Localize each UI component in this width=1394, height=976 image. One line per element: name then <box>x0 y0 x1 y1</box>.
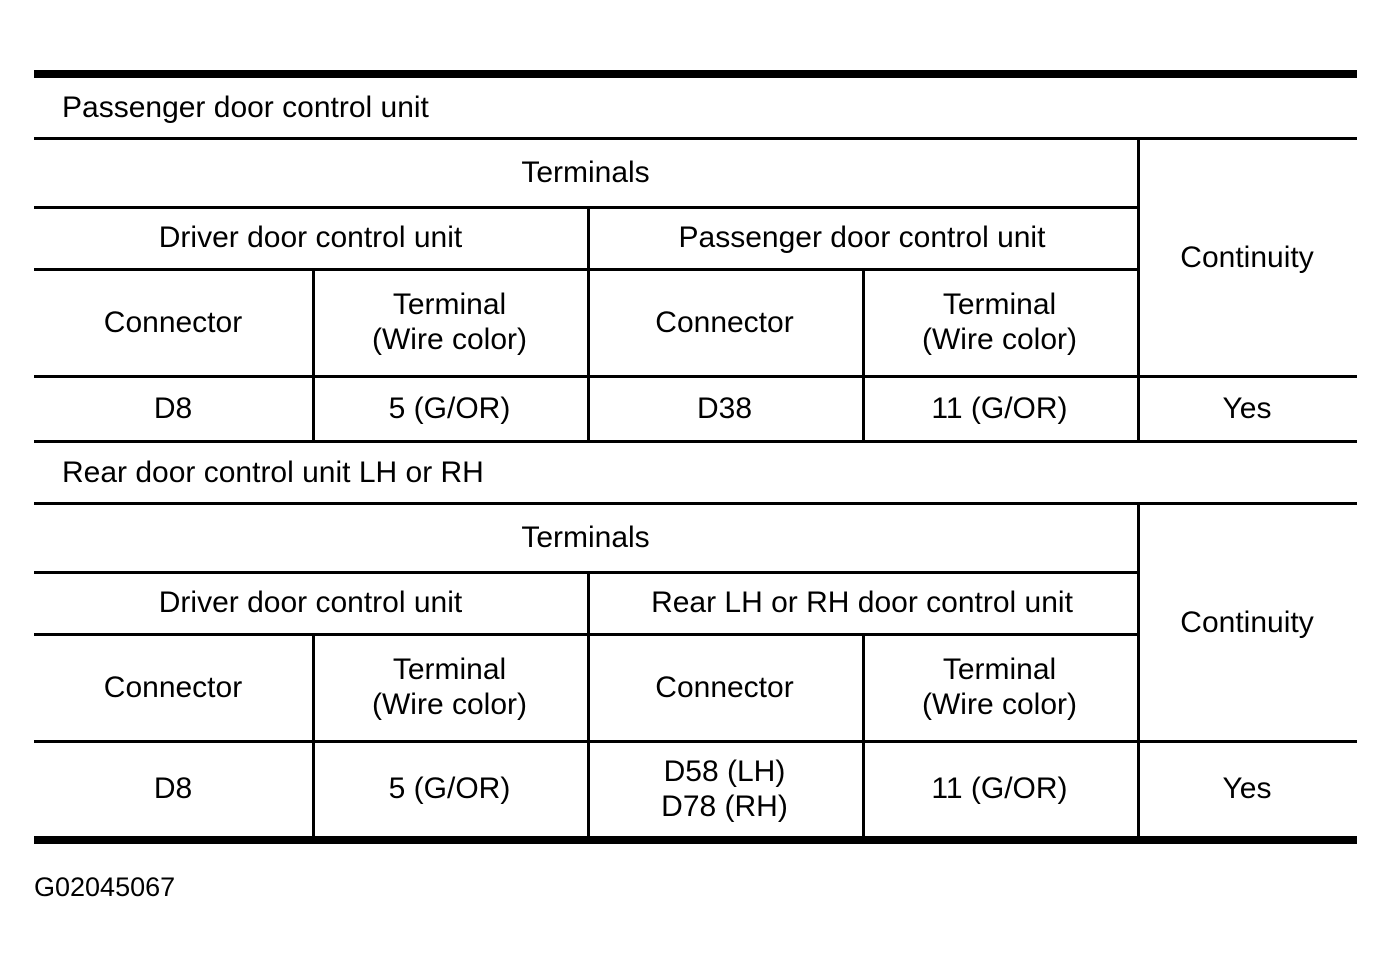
rule <box>34 440 1357 443</box>
continuity-header: Continuity <box>1137 505 1357 740</box>
subheader-terminal-line1: Terminal <box>942 653 1057 687</box>
subheader-terminal-driver: Terminal (Wire color) <box>312 636 587 740</box>
subheader-terminal-line1: Terminal <box>942 288 1057 322</box>
table-2-header-left: Terminals Driver door control unit Rear … <box>34 505 1137 740</box>
cell-terminal-driver: 5 (G/OR) <box>312 743 587 836</box>
rule <box>34 206 1137 209</box>
subheader-terminal-driver: Terminal (Wire color) <box>312 271 587 375</box>
rule <box>34 571 1137 574</box>
cell-connector-driver: D8 <box>153 391 193 425</box>
subheader-terminal-line2: (Wire color) <box>922 688 1077 721</box>
table-2-header: Terminals Driver door control unit Rear … <box>34 505 1357 740</box>
rule <box>34 633 1137 636</box>
rule <box>34 502 1357 505</box>
table-bottom-border <box>34 836 1357 844</box>
cell-connector-passenger: D38 <box>587 378 862 440</box>
table-1-unit-row: Driver door control unit Passenger door … <box>34 209 1137 268</box>
subheader-terminal-passenger: Terminal (Wire color) <box>862 271 1137 375</box>
terminals-header: Terminals <box>521 155 650 189</box>
subheader-connector-passenger: Connector <box>587 271 862 375</box>
table-1-header-left: Terminals Driver door control unit Passe… <box>34 140 1137 375</box>
table-row: D8 5 (G/OR) D58 (LH) D78 (RH) 11 (G/OR) … <box>34 743 1357 836</box>
cell-terminal-rear: 11 (G/OR) <box>862 743 1137 836</box>
table-2-terminals-row: Terminals <box>34 505 1137 571</box>
cell-continuity: Yes <box>1137 378 1357 440</box>
rule <box>34 268 1137 271</box>
subheader-connector-rear: Connector <box>587 636 862 740</box>
subheader-terminal-line2: (Wire color) <box>922 323 1077 356</box>
table-row: D8 5 (G/OR) D38 11 (G/OR) Yes <box>34 378 1357 440</box>
table-1-header: Terminals Driver door control unit Passe… <box>34 140 1357 375</box>
cell-terminal-passenger: 11 (G/OR) <box>862 378 1137 440</box>
unit-header-rear: Rear LH or RH door control unit <box>587 574 1137 633</box>
cell-connector-rear-lh: D58 (LH) <box>663 754 786 788</box>
subheader-terminal-line2: (Wire color) <box>372 323 527 356</box>
unit-header-passenger: Passenger door control unit <box>587 209 1137 268</box>
subheader-terminal-line1: Terminal <box>392 288 507 322</box>
table-1-terminals-row: Terminals <box>34 140 1137 206</box>
section-label-passenger: Passenger door control unit <box>62 91 429 124</box>
table-top-border <box>34 70 1357 78</box>
rule <box>34 375 1357 378</box>
terminals-header: Terminals <box>521 520 650 554</box>
figure-id-caption: G02045067 <box>34 872 176 902</box>
subheader-terminal-rear: Terminal (Wire color) <box>862 636 1137 740</box>
rule <box>34 740 1357 743</box>
rule <box>34 137 1357 140</box>
continuity-tables: Passenger door control unit Terminals Dr… <box>34 70 1357 844</box>
continuity-header: Continuity <box>1137 140 1357 375</box>
section-label-rear: Rear door control unit LH or RH <box>62 456 484 489</box>
cell-connector-rear-rh: D78 (RH) <box>661 789 788 823</box>
unit-header-driver: Driver door control unit <box>158 221 463 255</box>
cell-connector-rear: D58 (LH) D78 (RH) <box>587 743 862 836</box>
unit-header-driver: Driver door control unit <box>158 586 463 620</box>
subheader-connector-driver: Connector <box>103 670 243 704</box>
table-2-subheader-row: Connector Terminal (Wire color) Connecto… <box>34 636 1137 740</box>
cell-terminal-driver: 5 (G/OR) <box>312 378 587 440</box>
cell-connector-driver: D8 <box>153 772 193 806</box>
table-1-subheader-row: Connector Terminal (Wire color) Connecto… <box>34 271 1137 375</box>
subheader-terminal-line1: Terminal <box>392 653 507 687</box>
cell-continuity: Yes <box>1137 743 1357 836</box>
table-2-unit-row: Driver door control unit Rear LH or RH d… <box>34 574 1137 633</box>
subheader-connector-driver: Connector <box>103 305 243 339</box>
subheader-terminal-line2: (Wire color) <box>372 688 527 721</box>
